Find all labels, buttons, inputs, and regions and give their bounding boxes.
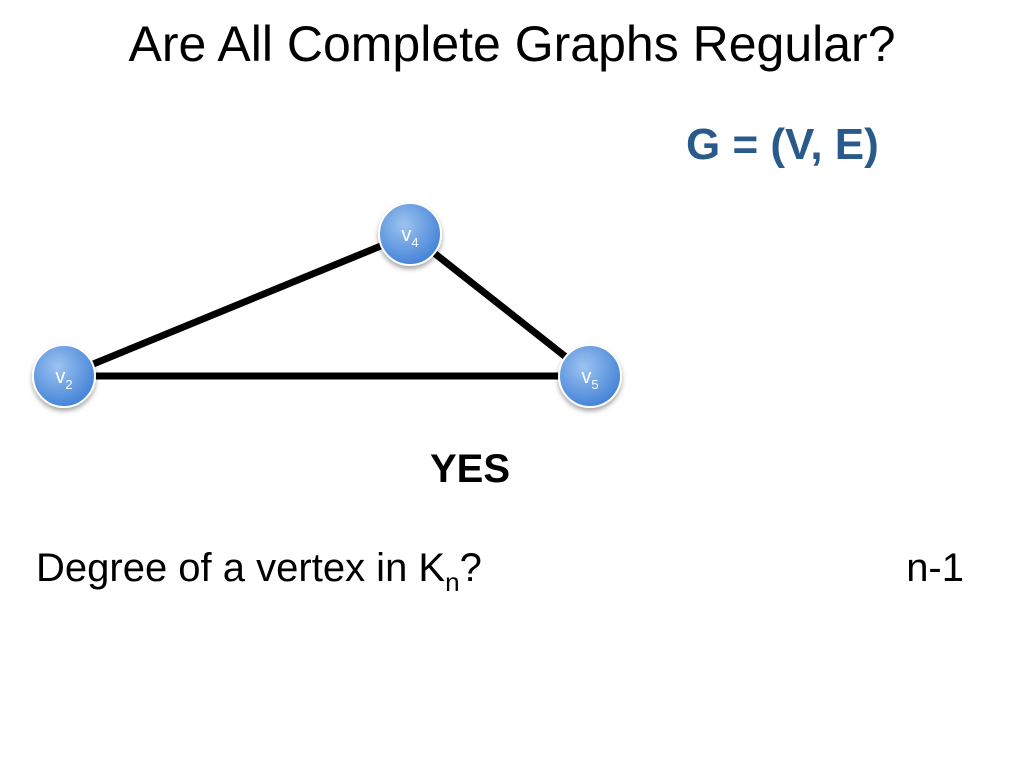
vertex-label-v4: v4: [401, 224, 418, 250]
vertex-node-v2: [32, 344, 96, 408]
slide-title: Are All Complete Graphs Regular?: [128, 16, 896, 72]
graph-vertex-v5: v5: [558, 344, 622, 408]
vertex-label-v2: v2: [55, 366, 72, 392]
graph-definition: G = (V, E): [686, 120, 879, 169]
graph-vertex-v2: v2: [32, 344, 96, 408]
degree-question: Degree of a vertex in Kn?: [36, 540, 482, 596]
graph-vertex-v4: v4: [378, 202, 442, 266]
question-prefix: Degree of a vertex in K: [36, 546, 446, 590]
answer-text: YES: [429, 447, 511, 491]
graph-edges: [62, 230, 593, 380]
vertex-node-v4: [378, 202, 442, 266]
edge-v4-v5: [407, 231, 593, 379]
vertex-label-v5: v5: [581, 366, 598, 392]
degree-answer: n-1: [906, 546, 964, 590]
edge-v2-v4: [62, 230, 412, 380]
vertex-node-v5: [558, 344, 622, 408]
question-subscript: n: [445, 567, 460, 597]
question-suffix: ?: [459, 546, 482, 590]
